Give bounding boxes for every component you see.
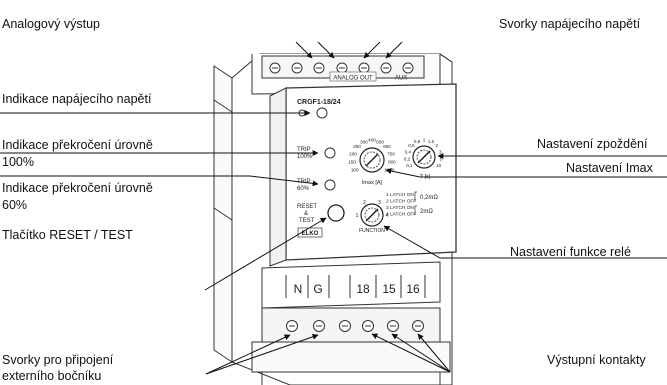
label-imax-setting: Nastavení Imax — [566, 161, 653, 175]
r-value-1: 0,2mΩ — [420, 195, 438, 201]
delay-tick-1: 0,2 — [404, 156, 411, 161]
function-knob[interactable] — [360, 203, 384, 227]
function-tick-3: 4 — [386, 213, 389, 219]
imax-tick-9: 800 — [388, 160, 396, 165]
imax-tick-3: 250 — [353, 144, 361, 149]
trip100-label-2: 100% — [297, 154, 313, 160]
imax-tick-4: 300 — [360, 139, 368, 144]
delay-tick-7: 2 — [435, 143, 438, 148]
label-shunt-line1: Svorky pro připojení — [2, 353, 114, 367]
delay-tick-0: 0,1 — [406, 163, 413, 168]
terminal-g: G — [313, 282, 322, 296]
terminal-n: N — [294, 282, 303, 296]
latch-line-0: 1 LATCH ON — [386, 192, 414, 198]
label-reset-test: Tlačítko RESET / TEST — [2, 228, 133, 242]
function-tick-2: 3 — [378, 200, 381, 206]
supply-led — [316, 107, 328, 119]
terminal-15: 15 — [382, 282, 396, 296]
trip60-led — [324, 179, 336, 191]
imax-tick-8: 750 — [387, 151, 395, 156]
aux-label: AUX — [395, 76, 407, 82]
latch-line-3: 4 LATCH OFF — [386, 212, 416, 218]
label-relay-function: Nastavení funkce relé — [510, 245, 631, 259]
delay-tick-6: 1,5 — [428, 139, 435, 144]
label-supply-indication: Indikace napájecího napětí — [2, 92, 152, 106]
leader-lines — [0, 41, 667, 375]
imax-tick-7: 650 — [383, 144, 391, 149]
function-tick-1: 2 — [363, 200, 366, 206]
delay-tick-10: 10 — [436, 163, 442, 168]
reset-label-3: TEST — [299, 218, 315, 224]
model-label: CRGF1-18/24 — [297, 99, 341, 106]
terminal-16: 16 — [406, 282, 420, 296]
label-output-contacts: Výstupní kontakty — [547, 353, 646, 367]
label-over-60-line2: 60% — [2, 198, 28, 212]
label-delay-setting: Nastavení zpoždění — [537, 137, 648, 151]
reset-test-button[interactable] — [327, 204, 345, 222]
delay-knob[interactable] — [412, 145, 436, 169]
latch-line-1: 2 LATCH OFF — [386, 199, 416, 205]
delay-tick-2: 0,4 — [405, 149, 412, 154]
imax-tick-6: 500 — [376, 139, 384, 144]
bottom-terminal-screws — [286, 320, 424, 332]
delay-tick-9: 5 — [440, 156, 443, 161]
terminal-18: 18 — [356, 282, 370, 296]
label-supply-terminals: Svorky napájecího napětí — [499, 17, 641, 31]
function-label: FUNCTION — [359, 228, 385, 234]
label-over-100-line2: 100% — [2, 155, 34, 169]
label-shunt-line2: externího bočníku — [2, 369, 102, 383]
imax-tick-1: 150 — [348, 160, 356, 165]
r-value-2: 2mΩ — [420, 209, 433, 215]
brand-logo: ELKO — [302, 231, 319, 237]
reset-label-1: RESET — [297, 204, 317, 210]
trip60-label-2: 60% — [297, 186, 310, 192]
trip100-led — [324, 147, 336, 159]
delay-tick-4: 0,8 — [414, 139, 421, 144]
imax-label: Imax [A] — [362, 180, 383, 186]
function-tick-0: 1 — [356, 213, 359, 219]
delay-tick-5: 1 — [423, 138, 426, 143]
reset-label-2: & — [304, 211, 308, 217]
delay-tick-3: 0,6 — [408, 143, 415, 148]
label-analog-output: Analogový výstup — [2, 17, 100, 31]
imax-knob[interactable] — [359, 147, 385, 173]
imax-tick-0: 100 — [351, 168, 359, 173]
imax-tick-5: 400 — [368, 138, 376, 143]
label-over-100-line1: Indikace překročení úrovně — [2, 138, 153, 152]
latch-line-2: 3 LATCH ON — [386, 205, 414, 211]
analog-out-label: ANALOG OUT — [333, 76, 373, 82]
function-scale: 1 2 3 4 — [356, 200, 389, 219]
imax-tick-2: 200 — [349, 151, 357, 156]
label-over-60-line1: Indikace překročení úrovně — [2, 181, 153, 195]
delay-tick-8: 3 — [439, 149, 442, 154]
trip100-label-1: TRIP — [297, 147, 311, 153]
